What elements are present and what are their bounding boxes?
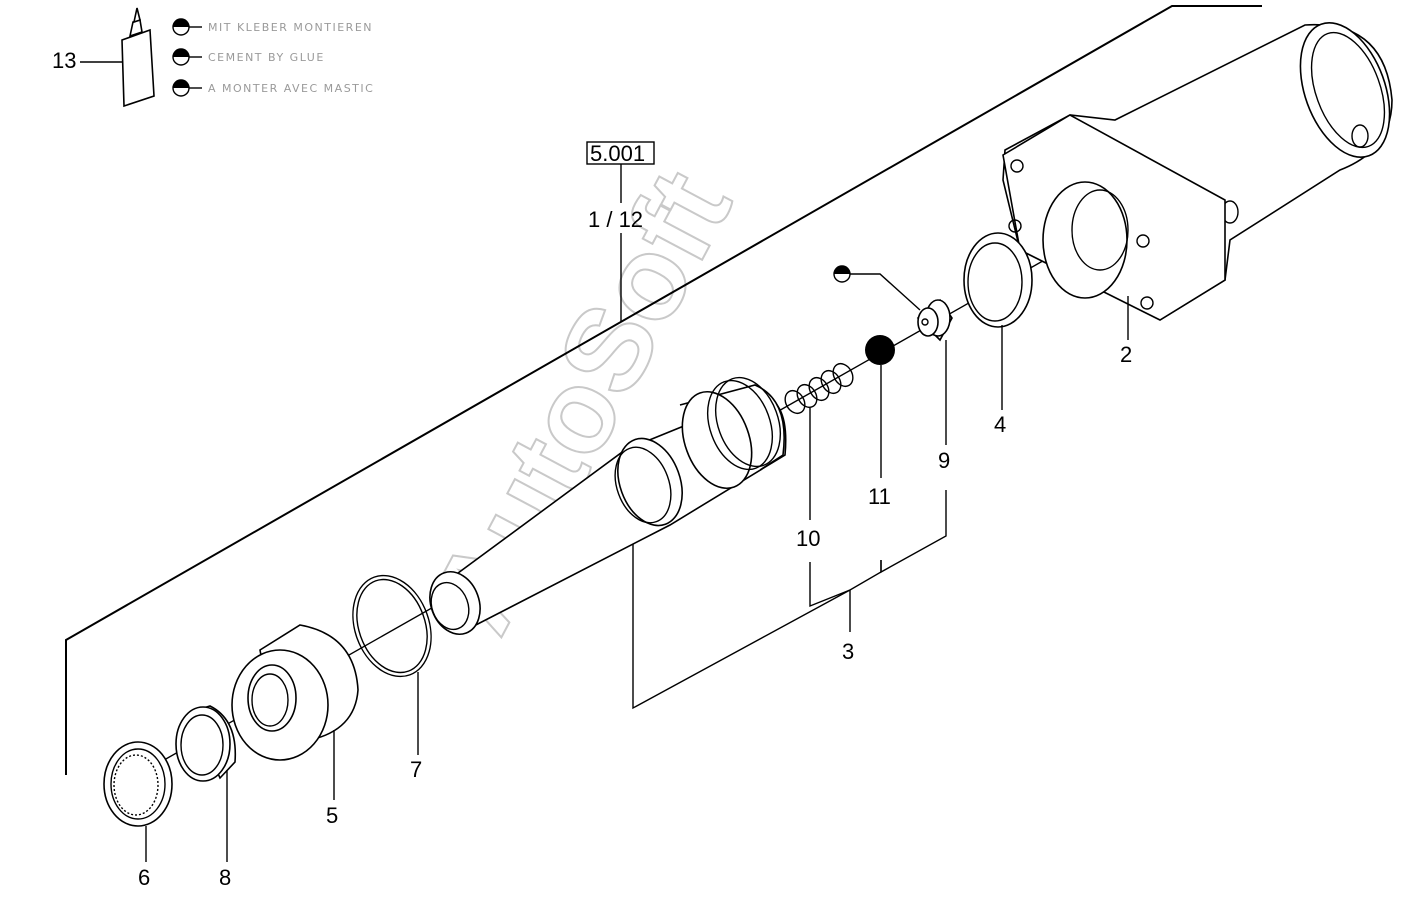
- reference-sheet: 1 / 12: [588, 207, 643, 232]
- knurled-ring: [103, 741, 173, 827]
- valve-fitting: [916, 298, 953, 342]
- legend-line-fr: A MONTER AVEC MASTIC: [208, 82, 374, 95]
- part-label-9: 9: [938, 448, 950, 473]
- housing-flange: [1002, 22, 1393, 321]
- ball: [865, 335, 895, 365]
- glue-symbol-icon: [172, 18, 202, 97]
- legend-line-en: CEMENT BY GLUE: [208, 51, 325, 64]
- guide-nut: [231, 624, 359, 761]
- part-label-8: 8: [219, 865, 231, 890]
- part-label-5: 5: [326, 803, 338, 828]
- legend: 13 MIT KLEBER MONTIEREN CEMENT BY GLUE A…: [52, 7, 374, 108]
- part-label-6: 6: [138, 865, 150, 890]
- part-label-11: 11: [868, 484, 891, 509]
- part-label-3: 3: [842, 639, 854, 664]
- assembly-bracket: [65, 5, 1262, 775]
- glue-tube-icon: [121, 7, 155, 108]
- bushing: [175, 705, 237, 782]
- part-3-bracket: [632, 490, 947, 710]
- legend-line-de: MIT KLEBER MONTIEREN: [208, 21, 373, 34]
- spring: [784, 362, 854, 415]
- part-label-4: 4: [994, 412, 1006, 437]
- piston: [429, 376, 787, 635]
- reference-code: 5.001: [590, 141, 645, 166]
- part-label-10: 10: [796, 526, 820, 551]
- reference-box: 5.001 1 / 12: [586, 141, 655, 322]
- glue-marker-icon: [833, 265, 921, 311]
- legend-item-number: 13: [52, 48, 76, 73]
- o-ring: [352, 574, 432, 678]
- part-label-7: 7: [410, 757, 422, 782]
- seal-ring: [963, 232, 1033, 328]
- part-label-2: 2: [1120, 342, 1132, 367]
